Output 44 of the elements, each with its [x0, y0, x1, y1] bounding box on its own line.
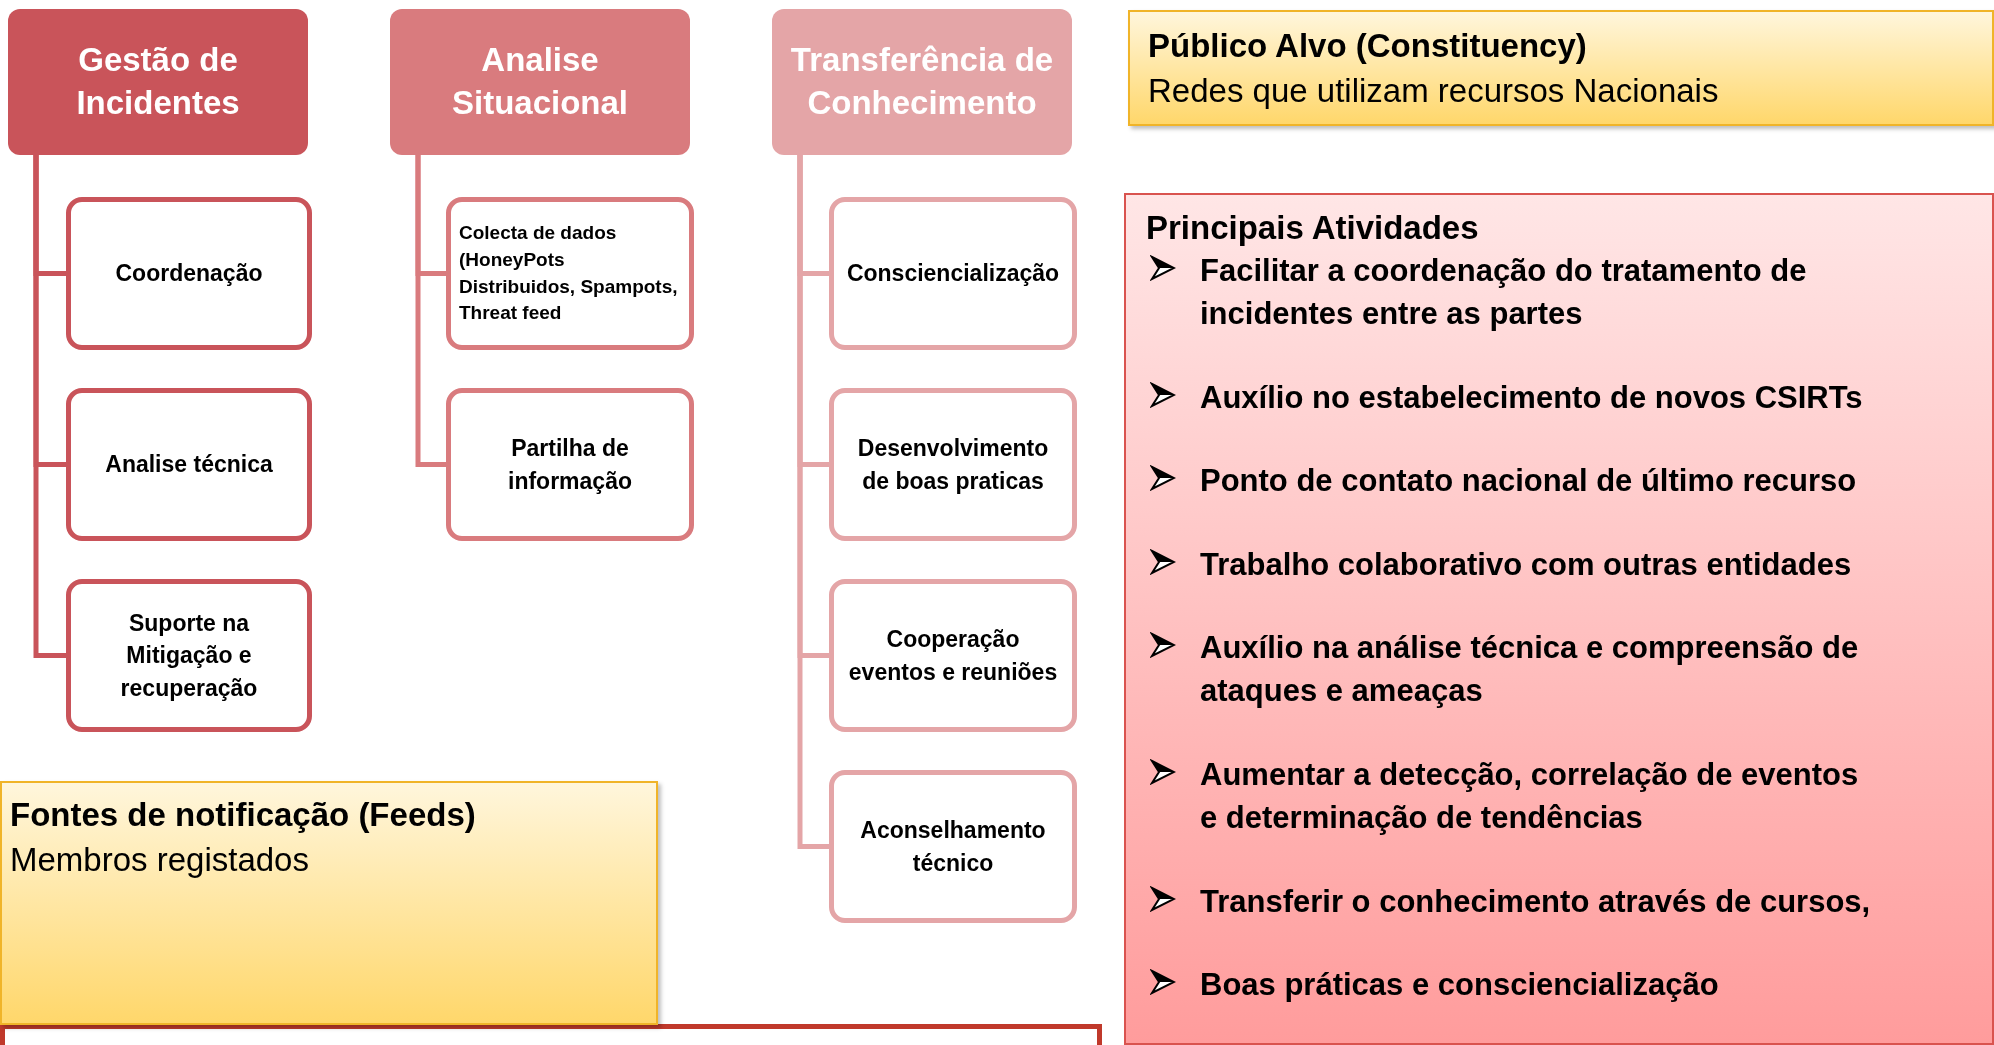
- note-text: Redes que utilizam recursos Nacionais: [1148, 70, 1720, 111]
- box-text: Cooperação eventos e reuniões: [847, 625, 1059, 687]
- box-text: Coordenação: [115, 259, 263, 289]
- connector-line: [33, 155, 66, 658]
- process-box: [66, 388, 312, 541]
- note-heading: Fontes de notificação (Feeds): [10, 795, 477, 835]
- process-box: [829, 770, 1077, 923]
- process-box: [446, 388, 694, 541]
- bullet-text: Ponto de contato nacional de último recurso: [1200, 462, 1857, 501]
- header-text: Analise Situacional: [450, 40, 629, 123]
- box-text: Desenvolvimento de boas praticas: [856, 434, 1050, 496]
- box-text: Partilha de informação: [507, 434, 633, 496]
- process-box: [66, 197, 312, 350]
- bullet-text: Trabalho colaborativo com outras entidades: [1200, 545, 1852, 584]
- bullet-text: Facilitar a coordenação do tratamento de incidentes entre as partes: [1200, 252, 1808, 334]
- header-text: Gestão de Incidentes: [75, 40, 241, 123]
- box-text: Aconselhamento técnico: [859, 816, 1047, 878]
- note-text: Membros registados: [10, 839, 310, 880]
- box-text: Suporte na Mitigação e recuperação: [119, 609, 259, 703]
- process-box: [829, 388, 1077, 541]
- box-text: Consciencialização: [846, 259, 1060, 289]
- process-box: [829, 579, 1077, 732]
- bullet-text: Auxílio no estabelecimento de novos CSIRTs: [1200, 378, 1863, 417]
- bullet-text: Auxílio na análise técnica e compreensão de ataques e ameaças: [1200, 628, 1860, 711]
- process-box: [446, 197, 694, 350]
- list-panel: [1124, 193, 1994, 1045]
- category-header: [390, 9, 690, 155]
- box-text: Colecta de dados (HoneyPots Distribuidos, Spampots, Threat feed: [459, 221, 679, 326]
- note-heading: Público Alvo (Constituency): [1148, 26, 1588, 66]
- header-text: Transferência de Conhecimento: [789, 40, 1055, 123]
- panel-frame: [0, 1024, 1102, 1045]
- process-box: [66, 579, 312, 732]
- connector-line: [415, 155, 446, 467]
- category-header: [8, 9, 308, 155]
- bullet-text: Aumentar a detecção, correlação de eventos e determinação de tendências: [1200, 755, 1860, 838]
- panel-heading: Principais Atividades: [1146, 209, 1480, 247]
- bullet-text: Transferir o conhecimento através de cursos,: [1200, 882, 1871, 921]
- box-text: Analise técnica: [105, 450, 273, 480]
- process-box: [829, 197, 1077, 350]
- connector-line: [797, 155, 829, 849]
- note-box: [0, 781, 658, 1025]
- category-header: [772, 9, 1072, 155]
- bullet-text: Boas práticas e consciencialização: [1200, 965, 1719, 1004]
- note-box: [1128, 10, 1994, 126]
